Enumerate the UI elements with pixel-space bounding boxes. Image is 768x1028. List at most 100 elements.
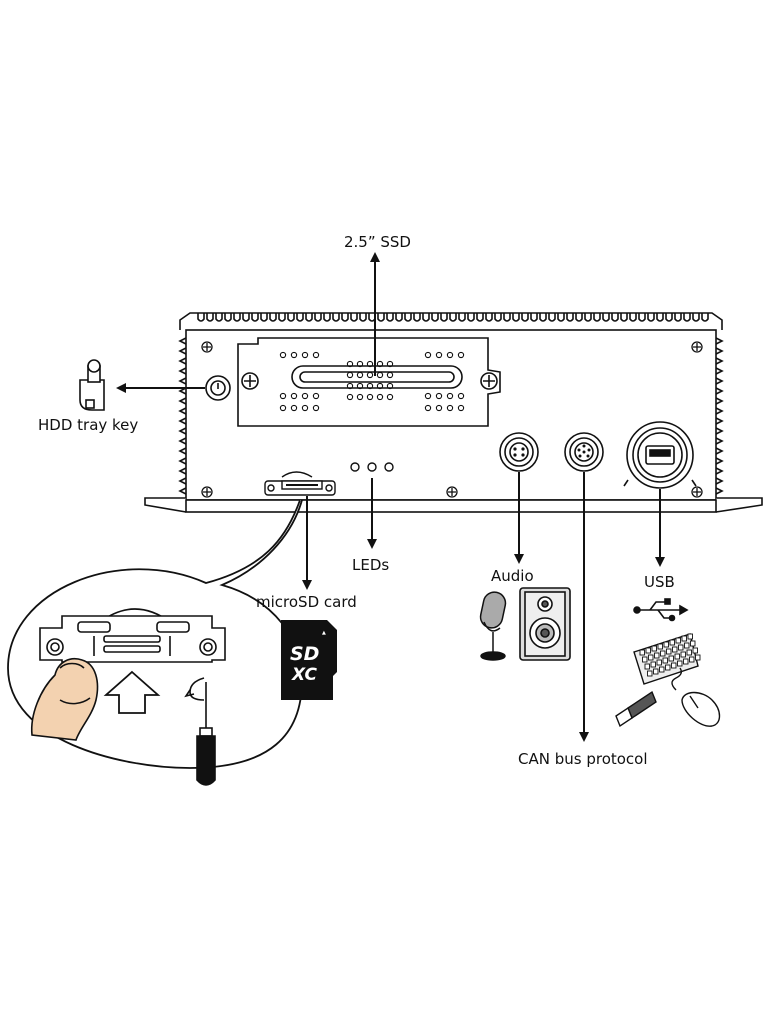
fin [440,313,448,322]
vent-hole [457,404,465,412]
fin [332,313,340,322]
vent-hole [457,392,465,400]
audio-connector[interactable] [499,432,539,472]
vent-hole [386,360,394,368]
vent-hole [290,392,298,400]
side-fin-right [715,417,724,425]
detail-slot-bracket [39,608,226,663]
labels: 2.5” SSD HDD tray key LEDs microSD card … [38,233,675,768]
vent-hole [435,404,443,412]
vent-hole [312,351,320,359]
fin [656,313,664,322]
side-fin-left [178,377,187,385]
side-fin-right [715,347,724,355]
side-fin-right [715,377,724,385]
vent-hole [312,392,320,400]
fin [422,313,430,322]
vent-hole [386,371,394,379]
vent-hole [457,351,465,359]
sdxc-card-icon: ▲ SD XC [281,620,337,700]
usb-connector[interactable] [623,421,697,489]
side-fin-left [178,367,187,375]
key-icon [79,359,105,411]
fin [620,313,628,322]
side-fin-right [715,437,724,445]
fin [449,313,457,322]
side-fin-right [715,367,724,375]
keyboard-key [687,633,693,640]
vent-hole [366,360,374,368]
fin [413,313,421,322]
side-fin-left [178,407,187,415]
keyboard-key [647,670,653,677]
keyboard-key [681,635,687,642]
side-fin-right [715,357,724,365]
fin [341,313,349,322]
fin [593,313,601,322]
side-fin-right [715,387,724,395]
vent-hole [279,351,287,359]
keyboard-key [648,654,654,661]
fin [683,313,691,322]
vent-hole [366,371,374,379]
vent-hole [376,371,384,379]
vent-hole [446,351,454,359]
vent-hole [301,392,309,400]
fin [242,313,250,322]
vent-hole [435,351,443,359]
fin [323,313,331,322]
heatsink-fins [197,313,709,322]
vent-hole [446,392,454,400]
fin [206,313,214,322]
microsd-slot[interactable] [264,471,336,496]
svg-text:▲: ▲ [322,630,326,636]
side-fin-right [715,467,724,475]
side-fin-left [178,457,187,465]
fin [557,313,565,322]
vent-hole [366,382,374,390]
vent-hole [346,393,354,401]
vent-hole [279,404,287,412]
fin [494,313,502,322]
fin [395,313,403,322]
keyboard-key [660,650,666,657]
keyboard-key [678,644,684,651]
side-fin-right [715,427,724,435]
fin [584,313,592,322]
vent-hole [366,393,374,401]
fin [296,313,304,322]
vent-hole [346,371,354,379]
vent-hole [301,404,309,412]
fin [503,313,511,322]
callout-arrows [116,252,665,742]
side-fin-right [715,457,724,465]
vent-hole [386,382,394,390]
side-fin-left [178,417,187,425]
keyboard-key [672,646,678,653]
fin [476,313,484,322]
vent-hole [356,382,364,390]
fin [305,313,313,322]
fin [377,313,385,322]
fin [278,313,286,322]
side-fin-right [715,407,724,415]
led-1 [350,462,360,472]
keyboard-key [653,668,659,675]
tray-vent-holes [279,351,465,412]
ssd-tray[interactable] [205,337,501,427]
can-bus-connector[interactable] [564,432,604,472]
fin [701,313,709,322]
keyboard-key [690,640,696,647]
vent-hole [356,371,364,379]
fin [638,313,646,322]
fin [566,313,574,322]
keyboard-key [677,660,683,667]
body-screws [201,341,703,498]
keyboard-key [692,647,698,654]
label-ssd: 2.5” SSD [344,233,411,251]
fin [530,313,538,322]
label-can-bus: CAN bus protocol [518,750,648,768]
fin [431,313,439,322]
